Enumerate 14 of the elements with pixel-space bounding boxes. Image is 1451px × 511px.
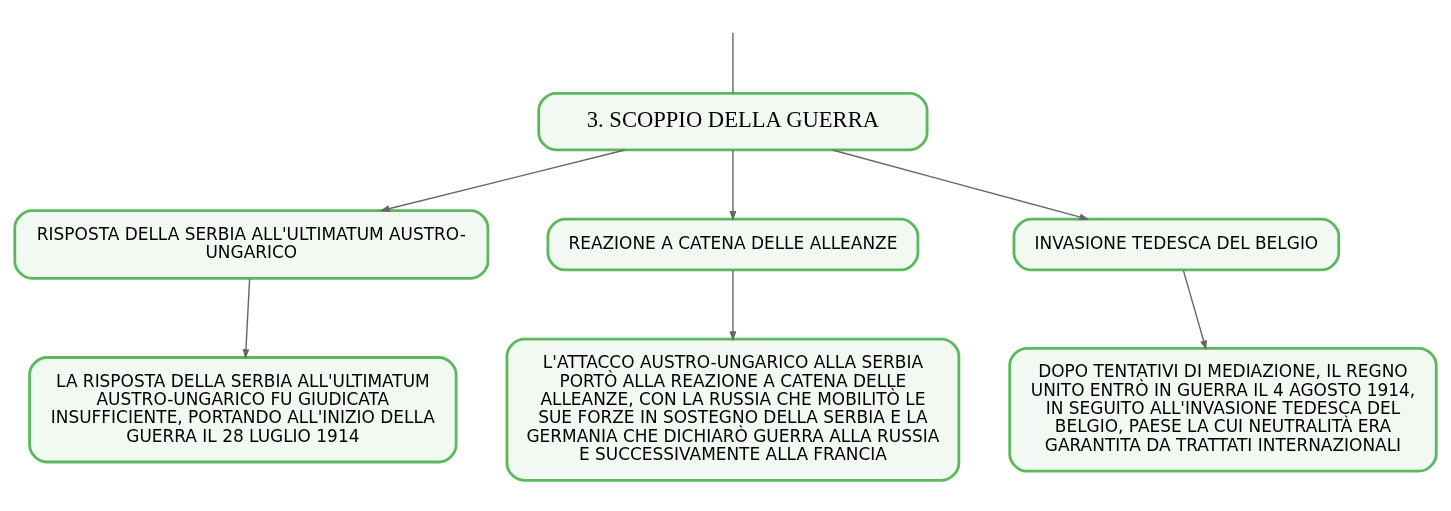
arrow xyxy=(831,148,1090,220)
node-box: 3. SCOPPIO DELLA GUERRA xyxy=(537,91,929,151)
node-box: REAZIONE A CATENA DELLE ALLEANZE xyxy=(546,217,920,271)
node-box: L'ATTACCO AUSTRO-UNGARICO ALLA SERBIA PORTÒ ALLA REAZIONE A CATENA DELLE ALLEANZE, CON LA RUSSIA CHE MOBILITÒ LE SUE FORZE IN SOSTEGNO DELLA SERBIA E LA GERMANIA CHE DICHIARÒ GUERRA ALLA RUSSIA E SUCCESSIVAMENTE ALLA FRANCIA xyxy=(505,337,961,482)
node-box: INVASIONE TEDESCA DEL BELGIO xyxy=(1012,217,1341,271)
arrow xyxy=(729,269,737,341)
arrow xyxy=(242,277,251,359)
node-box: LA RISPOSTA DELLA SERBIA ALL'ULTIMATUM AUSTRO-UNGARICO FU GIUDICATA INSUFFICIENTE, PORTANDO ALL'INIZIO DELLA GUERRA IL 28 LUGLIO 1914 xyxy=(28,355,458,463)
arrow xyxy=(729,149,737,221)
node-box: DOPO TENTATIVI DI MEDIAZIONE, IL REGNO UNITO ENTRÒ IN GUERRA IL 4 AGOSTO 1914, IN SEGUITO ALL'INVASIONE TEDESCA DEL BELGIO, PAESE LA CUI NEUTRALITÀ ERA GARANTITA DA TRATTATI INTERNAZIONALI xyxy=(1008,346,1438,473)
node-box: RISPOSTA DELLA SERBIA ALL'ULTIMATUM AUSTRO-UNGARICO xyxy=(13,208,490,280)
arrow xyxy=(1182,269,1207,350)
connector xyxy=(732,31,734,94)
arrow xyxy=(379,148,626,212)
